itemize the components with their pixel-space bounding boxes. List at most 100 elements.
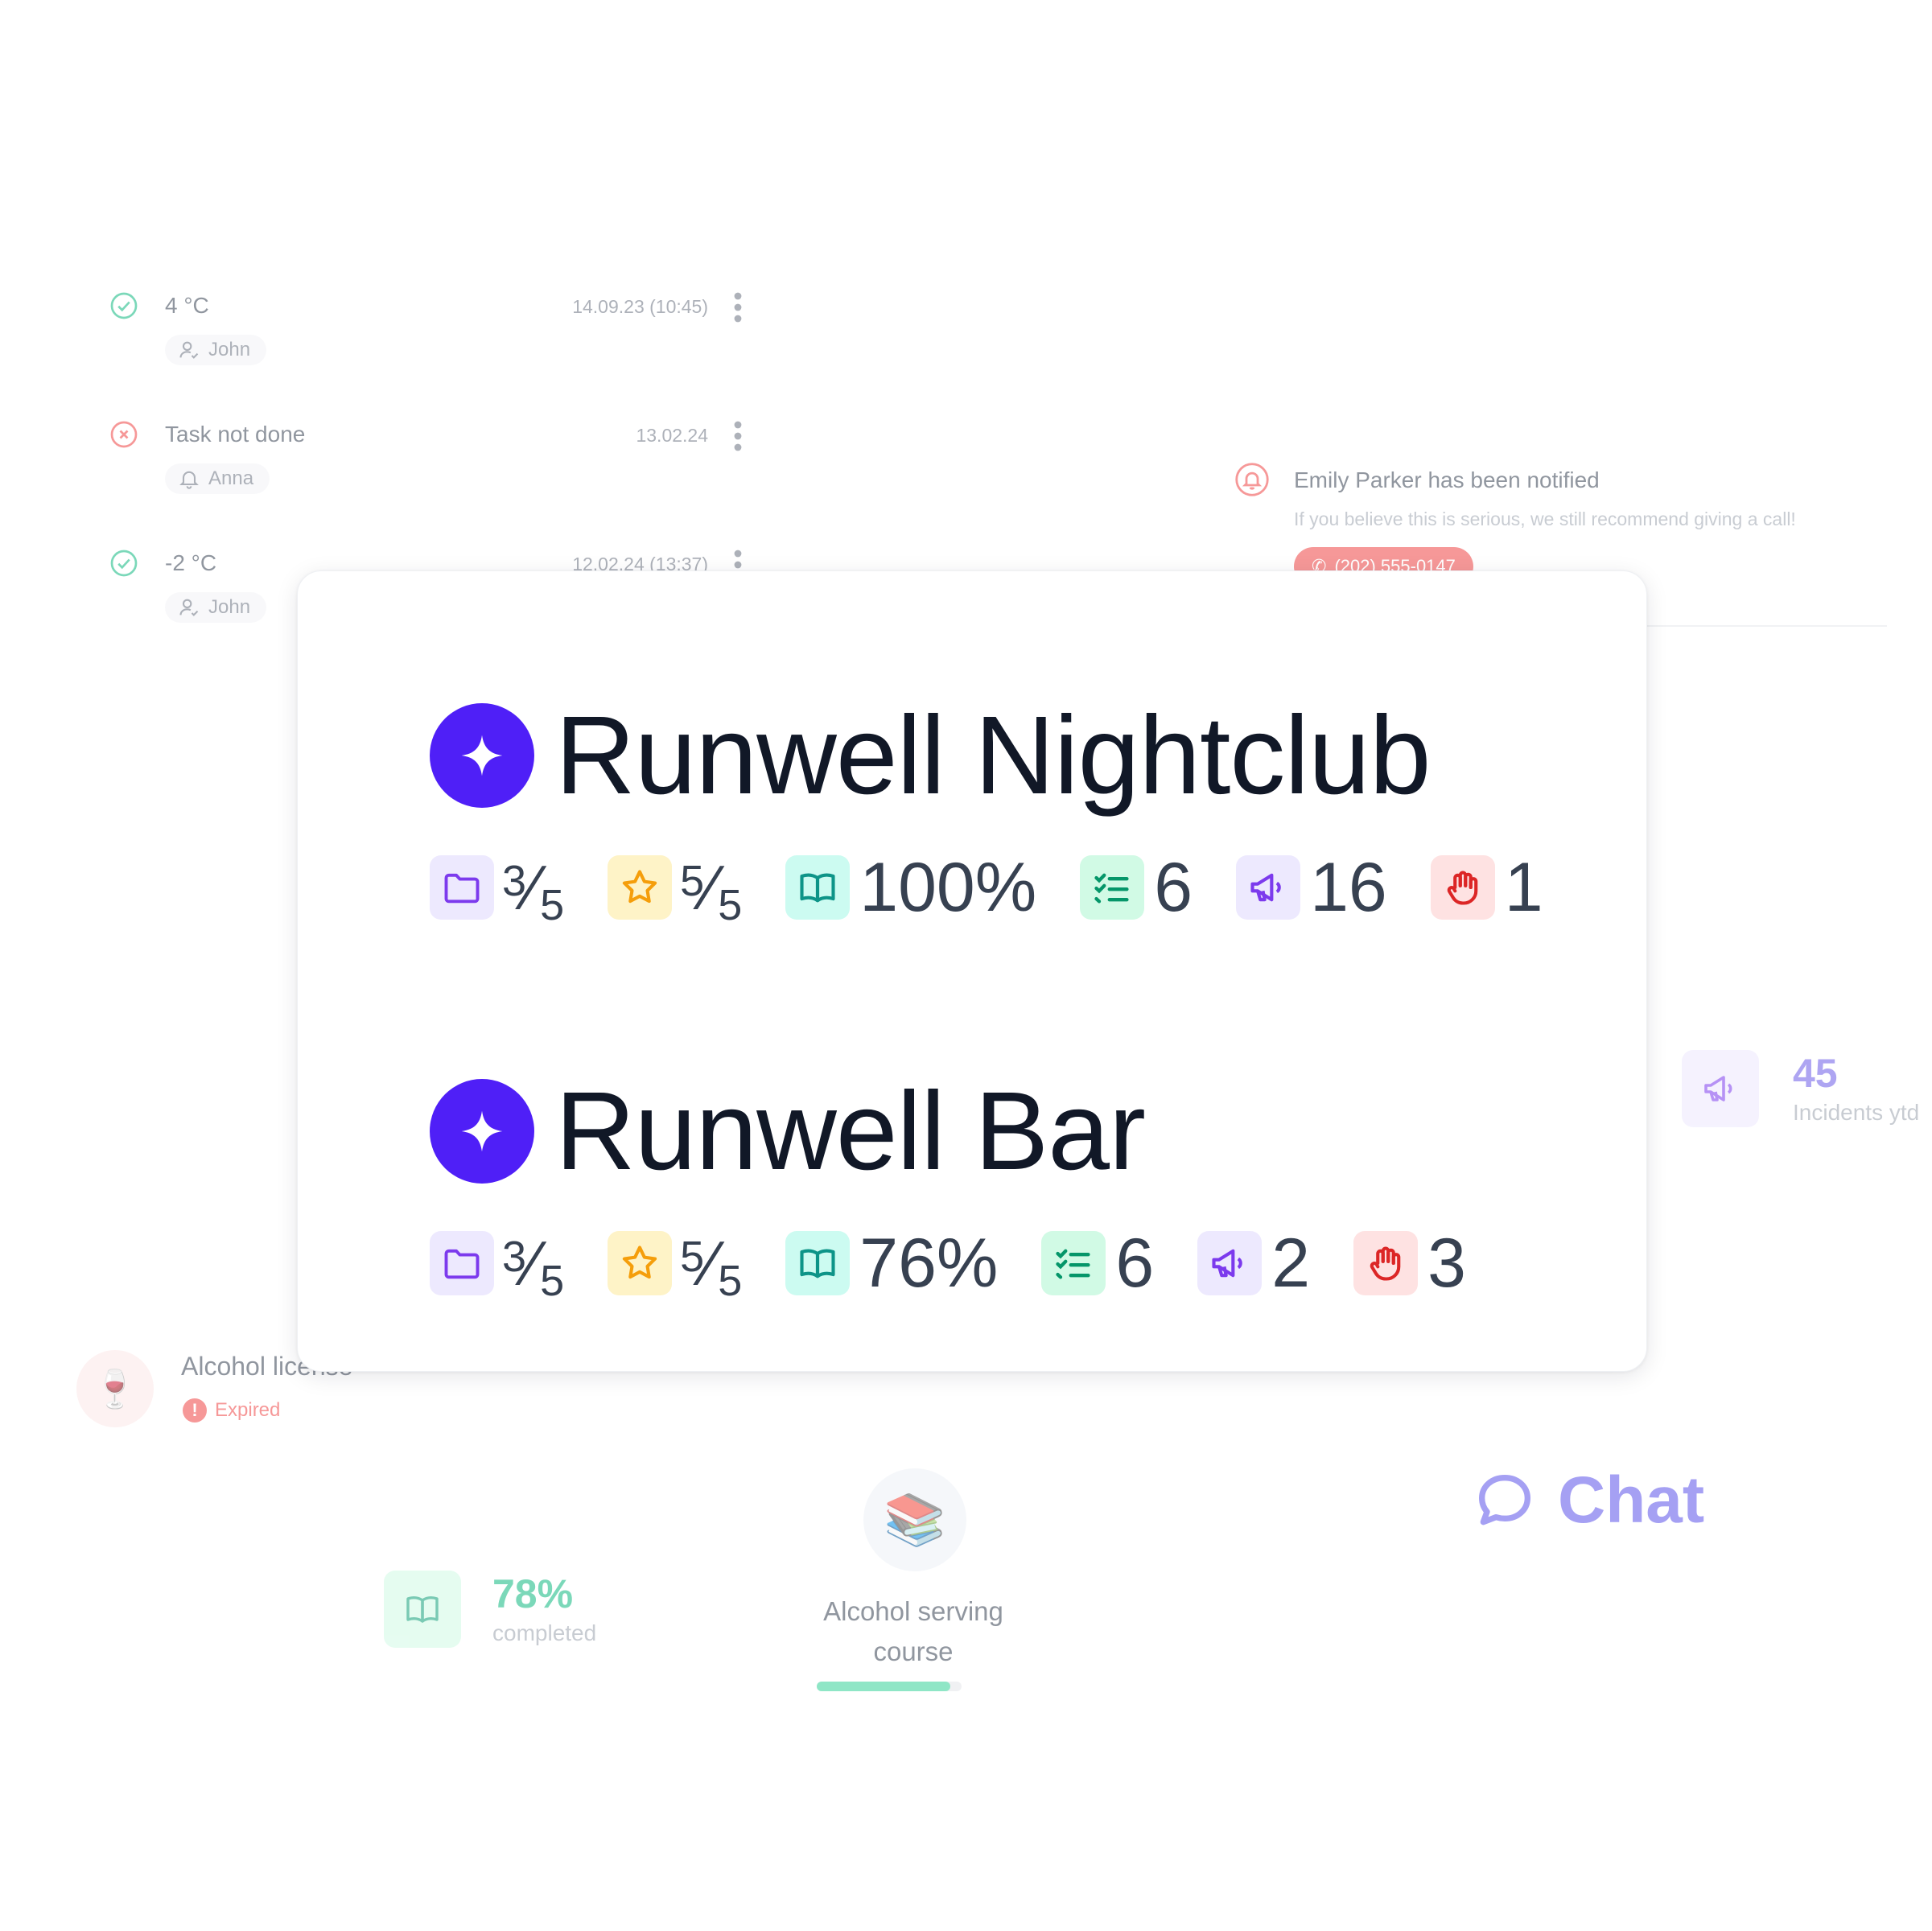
- documents-total: 5: [540, 1257, 565, 1305]
- task-timestamp: 13.02.24: [636, 425, 708, 446]
- course-progress-track: [817, 1682, 962, 1691]
- documents-fraction: 3⁄5: [502, 852, 564, 927]
- license-status: ! Expired: [183, 1398, 280, 1423]
- open-book-icon: [406, 1595, 439, 1623]
- license-status-label: Expired: [215, 1399, 281, 1421]
- check-circle-icon: [110, 550, 138, 577]
- sparkle-icon: [461, 1110, 503, 1152]
- venue-logo: [430, 1079, 534, 1184]
- open-book-icon: [800, 873, 835, 903]
- chat-bubble-icon: [1479, 1475, 1530, 1525]
- venue-header[interactable]: Runwell Nightclub: [430, 700, 1431, 811]
- megaphone-icon: [1704, 1076, 1732, 1101]
- alert-icon: !: [183, 1398, 207, 1423]
- user-check-icon: [179, 341, 199, 359]
- stop-hand-icon: [1447, 871, 1478, 905]
- task-assignee: John: [165, 592, 267, 623]
- incidents-tile: [1236, 855, 1301, 920]
- task-item[interactable]: Task not done 13.02.24 Anna: [105, 410, 748, 499]
- stops-tile: [1430, 855, 1495, 920]
- stat-documents[interactable]: 3⁄5: [430, 852, 564, 927]
- course-progress-fill: [817, 1682, 950, 1691]
- stat-training[interactable]: 76%: [785, 1229, 998, 1298]
- incidents-tile: [1197, 1231, 1263, 1295]
- task-assignee: John: [165, 335, 267, 365]
- course-title-line2: course: [873, 1636, 954, 1666]
- chat-button[interactable]: Chat: [1473, 1463, 1704, 1538]
- stat-stops[interactable]: 3: [1353, 1229, 1466, 1298]
- fraction-slash: ⁄: [706, 1228, 717, 1299]
- incidents-value: 16: [1310, 849, 1387, 926]
- stat-incidents[interactable]: 16: [1236, 853, 1387, 922]
- training-value: 100%: [859, 849, 1037, 926]
- stat-tasks[interactable]: 6: [1080, 853, 1193, 922]
- stat-rating[interactable]: 5⁄5: [608, 855, 742, 927]
- incidents-widget[interactable]: 45 Incidents ytd: [1682, 1050, 1932, 1130]
- completion-tile: [384, 1571, 461, 1648]
- venue-stats: 3⁄5 5⁄5 100% 6 16: [430, 852, 1587, 927]
- training-tile: [785, 855, 851, 920]
- rating-fraction: 5⁄5: [680, 856, 742, 927]
- completion-label: completed: [492, 1620, 597, 1645]
- chat-label: Chat: [1558, 1464, 1705, 1537]
- stop-hand-icon: [1370, 1246, 1401, 1281]
- training-tile: [785, 1231, 851, 1295]
- checklist-icon: [1056, 1249, 1090, 1279]
- stat-documents[interactable]: 3⁄5: [430, 1231, 564, 1303]
- incidents-count: 45: [1793, 1051, 1838, 1096]
- folder-icon: [444, 1249, 480, 1279]
- course-icon-wrap: 📚: [863, 1468, 966, 1571]
- more-options-icon[interactable]: [732, 420, 744, 452]
- task-list: 4 °C 14.09.23 (10:45) John Task not done…: [105, 282, 748, 628]
- task-assignee: Anna: [165, 463, 270, 494]
- divider: [1625, 625, 1887, 627]
- tasks-value: 6: [1115, 1225, 1155, 1302]
- documents-tile: [430, 855, 494, 920]
- rating-tile: [608, 855, 673, 920]
- rating-max: 5: [718, 881, 743, 929]
- stat-training[interactable]: 100%: [785, 853, 1036, 922]
- user-check-icon: [179, 599, 199, 616]
- folder-icon: [444, 873, 480, 904]
- course-widget[interactable]: 📚 Alcohol serving course: [801, 1468, 1026, 1702]
- task-title: Task not done: [165, 422, 306, 447]
- course-title-line1: Alcohol serving: [823, 1596, 1003, 1626]
- assignee-name: John: [208, 596, 251, 618]
- stat-rating[interactable]: 5⁄5: [608, 1228, 742, 1303]
- rating-fraction: 5⁄5: [680, 1228, 742, 1303]
- books-icon: 📚: [884, 1492, 946, 1548]
- bell-alert-icon: [1235, 463, 1269, 496]
- task-title: -2 °C: [165, 550, 217, 575]
- open-book-icon: [800, 1249, 835, 1278]
- assignee-name: John: [208, 339, 251, 360]
- rating-value: 5: [680, 1233, 705, 1281]
- notification-subtitle: If you believe this is serious, we still…: [1294, 508, 1796, 529]
- x-circle-icon: [110, 421, 138, 448]
- completion-widget[interactable]: 78% completed: [384, 1571, 649, 1651]
- bell-icon: [179, 471, 199, 489]
- stat-tasks[interactable]: 6: [1041, 1229, 1154, 1298]
- fraction-slash: ⁄: [528, 852, 539, 923]
- incidents-tile: [1682, 1050, 1759, 1127]
- venues-card: Runwell Nightclub 3⁄5 5⁄5 100%: [297, 570, 1647, 1372]
- venue-header[interactable]: Runwell Bar: [430, 1069, 1146, 1193]
- tasks-value: 6: [1154, 849, 1193, 926]
- tasks-tile: [1041, 1231, 1106, 1295]
- wine-glass-icon: 🍷: [76, 1350, 154, 1427]
- venue-name: Runwell Bar: [555, 1069, 1146, 1193]
- task-title: 4 °C: [165, 293, 209, 318]
- stat-incidents[interactable]: 2: [1197, 1229, 1310, 1298]
- stops-tile: [1353, 1231, 1419, 1295]
- checklist-icon: [1094, 873, 1129, 904]
- rating-value: 5: [680, 857, 705, 905]
- megaphone-icon: [1212, 1249, 1242, 1278]
- stat-stops[interactable]: 1: [1430, 853, 1543, 922]
- rating-max: 5: [718, 1257, 743, 1305]
- more-options-icon[interactable]: [732, 291, 744, 323]
- venue-stats: 3⁄5 5⁄5 76% 6 2: [430, 1228, 1510, 1303]
- incidents-label: Incidents ytd: [1793, 1100, 1920, 1125]
- task-item[interactable]: 4 °C 14.09.23 (10:45) John: [105, 282, 748, 370]
- stops-value: 3: [1427, 1225, 1466, 1302]
- completion-value: 78%: [492, 1571, 574, 1616]
- venue-logo: [430, 703, 534, 808]
